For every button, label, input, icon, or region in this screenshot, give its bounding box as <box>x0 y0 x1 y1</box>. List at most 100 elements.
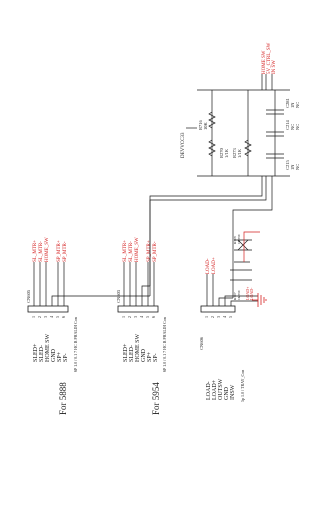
top-net-1: HOME SW <box>262 50 267 74</box>
mid-part-1-ref: R707 <box>233 292 237 300</box>
resistor-r270-value: 1/1K <box>224 148 229 158</box>
mid-part-wires <box>230 239 252 281</box>
connector-cn603-pin-6: 6 <box>151 316 156 318</box>
capacitor-c215-body <box>266 153 284 159</box>
capacitor-c214-body <box>266 131 284 137</box>
mid-part-cluster: R707 1K/NC R708 1K/NC LOAD+ LOAD- <box>230 231 260 300</box>
bus-wire-homesw <box>149 176 263 296</box>
connector-cn603-signal-3: HOME SW <box>135 333 141 362</box>
connector-cn603-caption: For 5954 <box>151 382 161 415</box>
connector-cn603-gnd-wire <box>141 285 150 306</box>
mid-part-2-value: 1K/NC <box>237 233 241 244</box>
connector-cn603-signal-4: GND <box>141 348 147 362</box>
mid-net-1: LOAD+ <box>245 286 250 300</box>
connector-cn605-signal-4: GND <box>51 348 57 362</box>
connector-cn605-net-wires <box>33 262 65 306</box>
ground-symbol <box>252 293 267 307</box>
connector-cn606-signal-4: GND <box>224 386 230 400</box>
connector-cn603-net-wires <box>123 262 155 306</box>
resistor-r273-ref: R273 <box>232 147 237 158</box>
connector-cn603-net-1: SL_MTR+ <box>123 240 128 262</box>
connector-cn603-pin-2: 2 <box>127 316 132 318</box>
connector-cn606-load-wires <box>206 274 214 306</box>
resistor-r716-ref: R716 <box>198 119 203 130</box>
connector-cn603-pin-5: 5 <box>145 316 150 318</box>
connector-cn605-pin-2: 2 <box>37 316 42 318</box>
connector-cn605-signal-3: HOME SW <box>45 333 51 362</box>
power-label: DEVVCC33 <box>181 127 197 158</box>
connector-cn605-gnd-wire <box>51 295 150 306</box>
connector-cn603-pin-4: 4 <box>139 316 144 318</box>
filter-verticals <box>211 90 276 176</box>
connector-cn603-signal-2: SLED- <box>129 345 135 362</box>
resistor-r273-body <box>244 139 252 157</box>
capacitor-c215-extra: NC <box>295 164 300 170</box>
mid-part-feed <box>243 231 260 262</box>
bus-wire-gnd <box>149 176 267 286</box>
connector-cn606-signal-5: INSW <box>230 384 236 400</box>
connector-cn606-signal-3: OUTSW <box>218 378 224 400</box>
connector-cn603: CN603 1 2 3 4 5 6 SLED+ SLED- HOME SW GN… <box>116 237 167 415</box>
connector-cn606-pin-4: 4 <box>222 316 227 318</box>
connector-cn605-caption: For 5888 <box>58 382 68 415</box>
mid-part-1-value: 1K/NC <box>237 289 241 300</box>
connector-cn605-net-1: SL_MTR+ <box>33 240 38 262</box>
connector-cn606-body <box>200 305 236 313</box>
connector-cn606-signal-2: LOAD+ <box>212 379 218 400</box>
connector-cn603-signal-5: SP+ <box>147 351 153 362</box>
connector-cn606-signal-1: LOAD- <box>206 381 212 400</box>
connector-cn606-net-2: LOAD+ <box>212 257 217 274</box>
connector-cn603-net-3: HOME_SW <box>135 237 140 262</box>
top-net-wires <box>261 74 273 90</box>
top-net-2: 5V_CTRL_SW <box>267 42 272 74</box>
capacitor-c281-value: 1N <box>290 102 295 108</box>
bus-wire-outsw <box>232 176 273 298</box>
resistor-r716-value: 10K <box>203 122 208 131</box>
capacitor-c215-ref: C215 <box>285 159 290 170</box>
connector-cn605-net-3: HOME_SW <box>45 237 50 262</box>
connector-cn605-pin-1: 1 <box>31 316 36 318</box>
connector-cn606-pin-1: 1 <box>204 316 209 318</box>
connector-cn605-net-2: SL_MTR- <box>39 241 44 262</box>
resistor-r270-body <box>208 139 216 157</box>
connector-cn606: CN606 1 2 3 4 5 LOAD- LOAD+ OUTSW GND IN… <box>199 257 258 402</box>
connector-cn603-net-2: SL_MTR- <box>129 241 134 262</box>
connector-cn605-pin-3: 3 <box>43 316 48 318</box>
top-net-labels: HOME SW 5V_CTRL_SW IN SW <box>261 42 277 90</box>
capacitor-c214-extra: NC <box>295 124 300 130</box>
connector-cn605: CN605 1 2 3 4 5 6 SLED+ SLED- HOME SW GN… <box>26 237 150 415</box>
connector-cn603-signal-6: SP- <box>153 353 159 362</box>
connector-cn603-ref: CN603 <box>116 289 121 303</box>
capacitor-c215-value: 1N <box>290 164 295 170</box>
connector-cn603-net-5: SP_MTR- <box>153 241 158 262</box>
connector-cn605-signal-5: SP+ <box>57 351 63 362</box>
connector-cn603-part: 6P 1.0 / 0.1 7 HC B PHALIH Con <box>162 317 167 372</box>
connector-cn603-pin-1: 1 <box>121 316 126 318</box>
connector-cn606-pin-2: 2 <box>210 316 215 318</box>
connector-cn605-body <box>27 305 69 313</box>
connector-cn605-net-4: SP_MTR+ <box>57 240 62 262</box>
connector-cn605-pin-5: 5 <box>55 316 60 318</box>
connector-cn603-net-4: SP_MTR+ <box>147 240 152 262</box>
ground-symbol-bars <box>252 293 267 307</box>
capacitor-c281-extra: NC <box>295 102 300 108</box>
connector-cn605-pin-4: 4 <box>49 316 54 318</box>
resistor-r270-ref: R270 <box>219 147 224 158</box>
connector-cn603-body <box>117 305 159 313</box>
capacitor-c214-ref: C214 <box>285 119 290 130</box>
filter-section: R716 10K R270 1/1K R273 1/1K C281 1N NC … <box>197 89 300 177</box>
connector-cn605-signal-2: SLED- <box>39 345 45 362</box>
capacitor-c214-value: NC <box>290 124 295 130</box>
mid-net-2: LOAD- <box>249 287 254 300</box>
capacitor-c281-ref: C281 <box>285 98 290 108</box>
resistor-r716-body <box>208 111 216 129</box>
connector-cn606-part: 5p 1.0 / TRAY_Con <box>240 370 245 402</box>
connector-cn605-pin-6: 6 <box>61 316 66 318</box>
capacitor-c281-body <box>266 109 284 115</box>
connector-cn605-signal-6: SP- <box>63 353 69 362</box>
connector-cn605-ref: CN605 <box>26 289 31 303</box>
connector-cn606-pin-3: 3 <box>216 316 221 318</box>
connector-cn603-pin-3: 3 <box>133 316 138 318</box>
connector-cn605-part: 6P 1.0 / 0.1 7 HC B PHALIH Con <box>73 317 78 372</box>
